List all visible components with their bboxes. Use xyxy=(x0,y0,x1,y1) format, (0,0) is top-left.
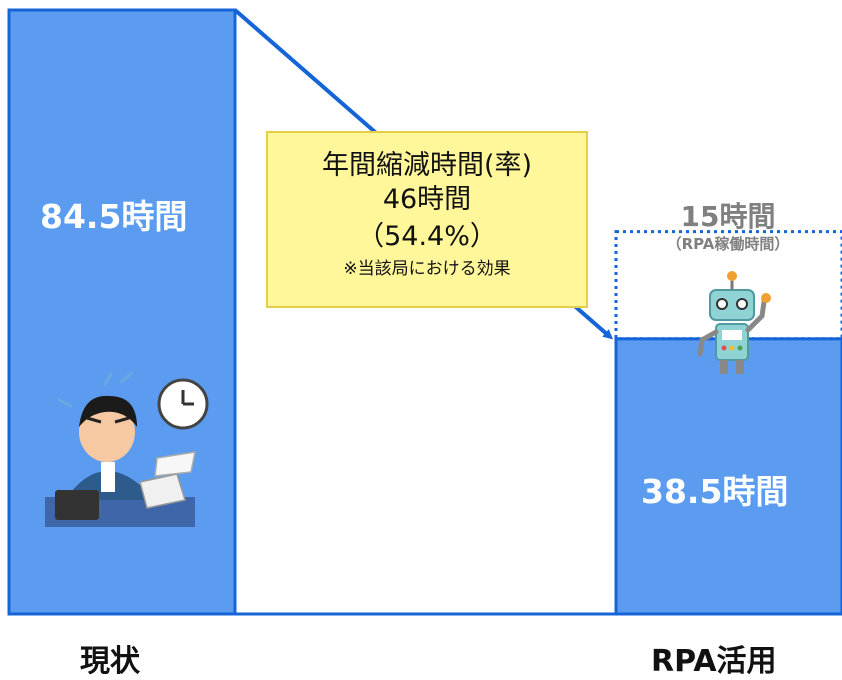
bar-current-value-label: 84.5時間 xyxy=(40,197,188,236)
callout-note: ※当該局における効果 xyxy=(343,259,511,279)
bar-rpa xyxy=(614,337,842,616)
callout-hours: 46時間 xyxy=(382,184,472,215)
callout-title: 年間縮減時間(率) xyxy=(321,150,533,181)
rpa-operation-label-group: 15時間 （RPA稼働時間） xyxy=(618,200,838,254)
busy-office-worker-icon xyxy=(45,372,209,527)
rpa-operation-hours: 15時間 xyxy=(680,200,776,233)
rpa-operation-segment xyxy=(614,230,842,341)
robot-icon xyxy=(697,271,771,374)
callout-rate: （54.4%） xyxy=(357,221,497,252)
reduction-callout: 年間縮減時間(率) 46時間 （54.4%） ※当該局における効果 xyxy=(266,131,588,308)
category-label-current: 現状 xyxy=(80,644,140,679)
rpa-operation-sublabel: （RPA稼働時間） xyxy=(666,235,790,253)
category-label-rpa: RPA活用 xyxy=(651,644,777,679)
bar-rpa-value-label: 38.5時間 xyxy=(641,472,789,511)
